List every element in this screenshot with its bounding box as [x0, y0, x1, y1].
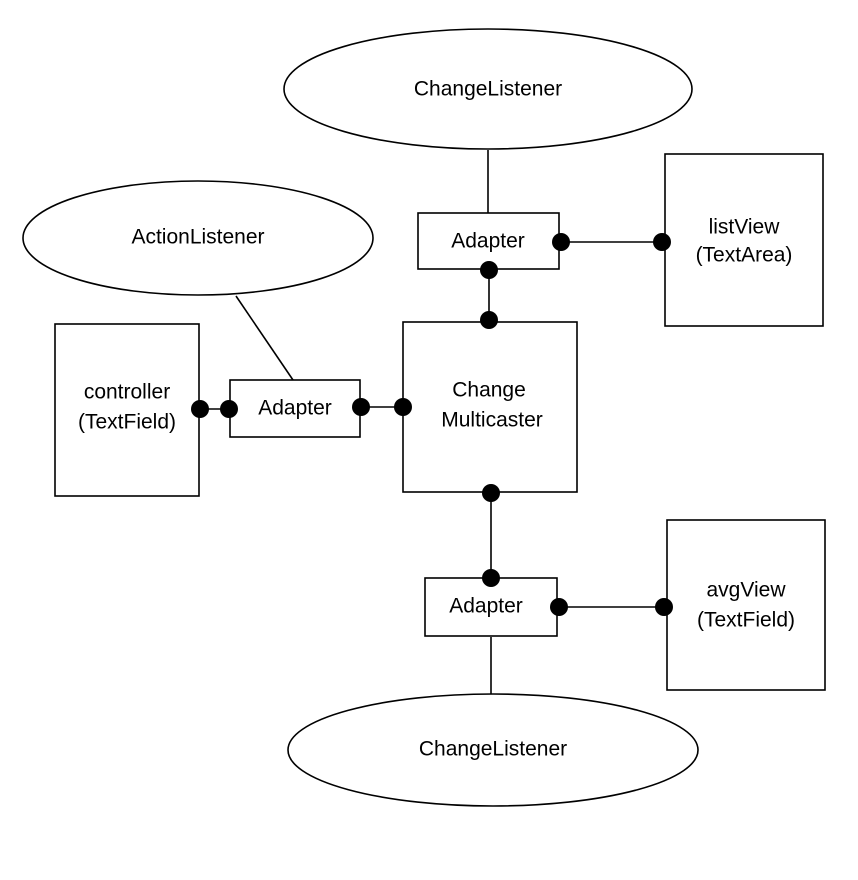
change-listener-bottom: ChangeListener [287, 693, 699, 807]
port-dot [394, 398, 412, 416]
multicaster-name-line1: Change [452, 379, 526, 402]
change-multicaster-box: Change Multicaster [402, 321, 578, 493]
port-dot [220, 400, 238, 418]
controller-box: controller (TextField) [54, 323, 200, 497]
port-dot [480, 311, 498, 329]
adapter-bottom: Adapter [424, 577, 558, 637]
controller-type: (TextField) [78, 411, 176, 434]
adapter-top: Adapter [417, 212, 560, 270]
adapter-bottom-label: Adapter [449, 595, 523, 618]
change-listener-top: ChangeListener [283, 28, 693, 150]
port-dot [550, 598, 568, 616]
change-listener-top-label: ChangeListener [414, 78, 562, 101]
list-view-box: listView (TextArea) [664, 153, 824, 327]
port-dot [482, 484, 500, 502]
port-dot [480, 261, 498, 279]
adapter-top-label: Adapter [451, 230, 525, 253]
change-listener-bottom-label: ChangeListener [419, 738, 567, 761]
action-listener: ActionListener [22, 180, 374, 296]
avg-view-box: avgView (TextField) [666, 519, 826, 691]
port-dot [482, 569, 500, 587]
list-view-name: listView [709, 216, 781, 239]
adapter-left-label: Adapter [258, 397, 332, 420]
port-dot [655, 598, 673, 616]
port-dot [552, 233, 570, 251]
port-dot [191, 400, 209, 418]
list-view-type: (TextArea) [696, 244, 793, 267]
port-dot [352, 398, 370, 416]
port-dot [653, 233, 671, 251]
connector-action-listener-adapter [235, 295, 294, 381]
avg-view-type: (TextField) [697, 609, 795, 632]
controller-name: controller [84, 381, 170, 404]
adapter-left: Adapter [229, 379, 361, 438]
action-listener-label: ActionListener [131, 226, 264, 249]
multicaster-name-line2: Multicaster [441, 409, 543, 432]
avg-view-name: avgView [707, 579, 787, 602]
